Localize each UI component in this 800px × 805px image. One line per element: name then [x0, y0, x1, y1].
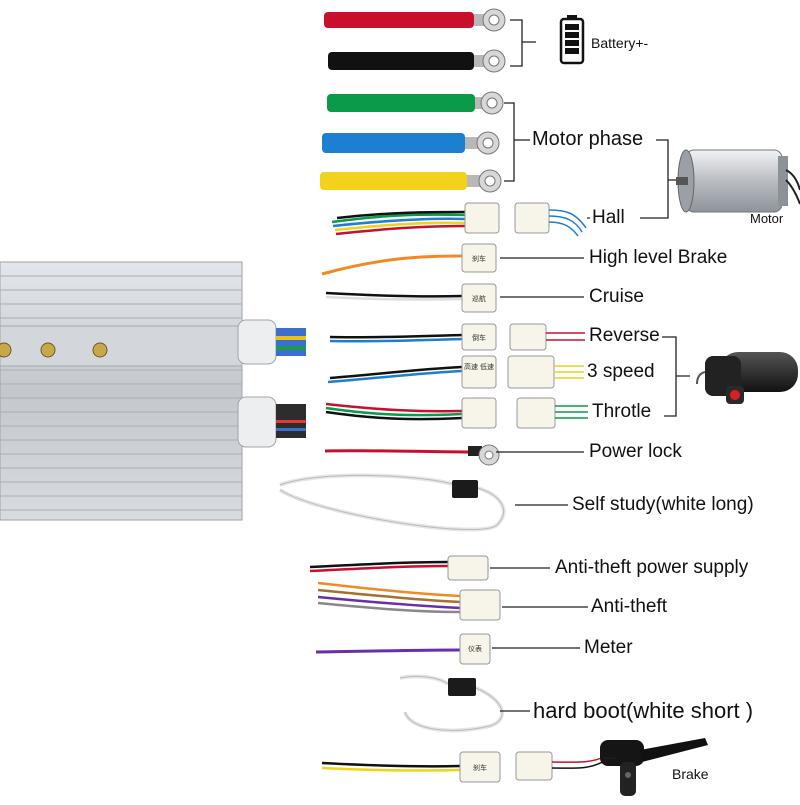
reverse-label: Reverse [589, 325, 660, 346]
three-speed-label: 3 speed [587, 361, 655, 382]
cruise-label: Cruise [589, 286, 644, 307]
reverse-harness: 倒车 [329, 323, 585, 351]
meter-harness: 仪表 [315, 633, 491, 665]
anti-theft-harness [317, 581, 501, 621]
leader-lines [490, 217, 590, 712]
reverse-tag: 倒车 [472, 333, 486, 342]
battery-label: Battery+- [591, 35, 649, 51]
battery-black-cable [328, 49, 506, 73]
battery-bracket [510, 19, 536, 67]
meter-tag: 仪表 [468, 644, 482, 653]
controls-bracket [662, 336, 690, 417]
motor-label: Motor [750, 211, 784, 226]
high-level-brake-label: High level Brake [589, 247, 728, 268]
phase-green-cable [327, 91, 504, 115]
hard-boot-loop [399, 674, 504, 733]
hard-boot-label: hard boot(white short ) [533, 698, 754, 723]
three-speed-harness: 高速 低速 [327, 355, 584, 389]
brake-label: Brake [672, 766, 709, 782]
motor-bracket [640, 139, 676, 219]
self-study-loop [278, 473, 506, 532]
meter-label: Meter [584, 637, 633, 658]
hall-label: Hall [592, 207, 625, 228]
phase-yellow-cable [320, 169, 502, 193]
high-brake-harness: 刹车 [321, 243, 497, 276]
battery-icon [559, 15, 585, 65]
phase-bracket [504, 102, 530, 182]
anti-theft-power-supply-label: Anti-theft power supply [555, 557, 749, 578]
phase-blue-cable [322, 131, 500, 155]
mounting-screws [0, 342, 108, 358]
hall-harness [331, 202, 587, 237]
motor-icon [676, 149, 800, 213]
throttle-grip-icon [696, 352, 798, 404]
brake-lever-icon [600, 738, 708, 796]
controller-box [0, 261, 306, 521]
cruise-tag: 巡航 [472, 294, 486, 303]
cruise-harness: 巡航 [325, 283, 497, 313]
self-study-label: Self study(white long) [572, 494, 754, 515]
high-brake-tag: 刹车 [472, 254, 486, 263]
anti-theft-label: Anti-theft [591, 596, 668, 617]
power-lock-harness [324, 444, 500, 466]
three-speed-tag: 高速 低速 [464, 362, 494, 371]
cable-glands [237, 319, 306, 448]
motor-phase-label: Motor phase [532, 128, 644, 150]
anti-theft-power-harness [309, 555, 489, 581]
battery-red-cable [324, 8, 506, 32]
brake-harness: 刹车 [321, 751, 607, 783]
power-lock-label: Power lock [589, 441, 682, 462]
throttle-harness [325, 397, 588, 429]
brake-tag: 刹车 [473, 763, 487, 772]
throttle-label: Throtle [592, 401, 652, 422]
